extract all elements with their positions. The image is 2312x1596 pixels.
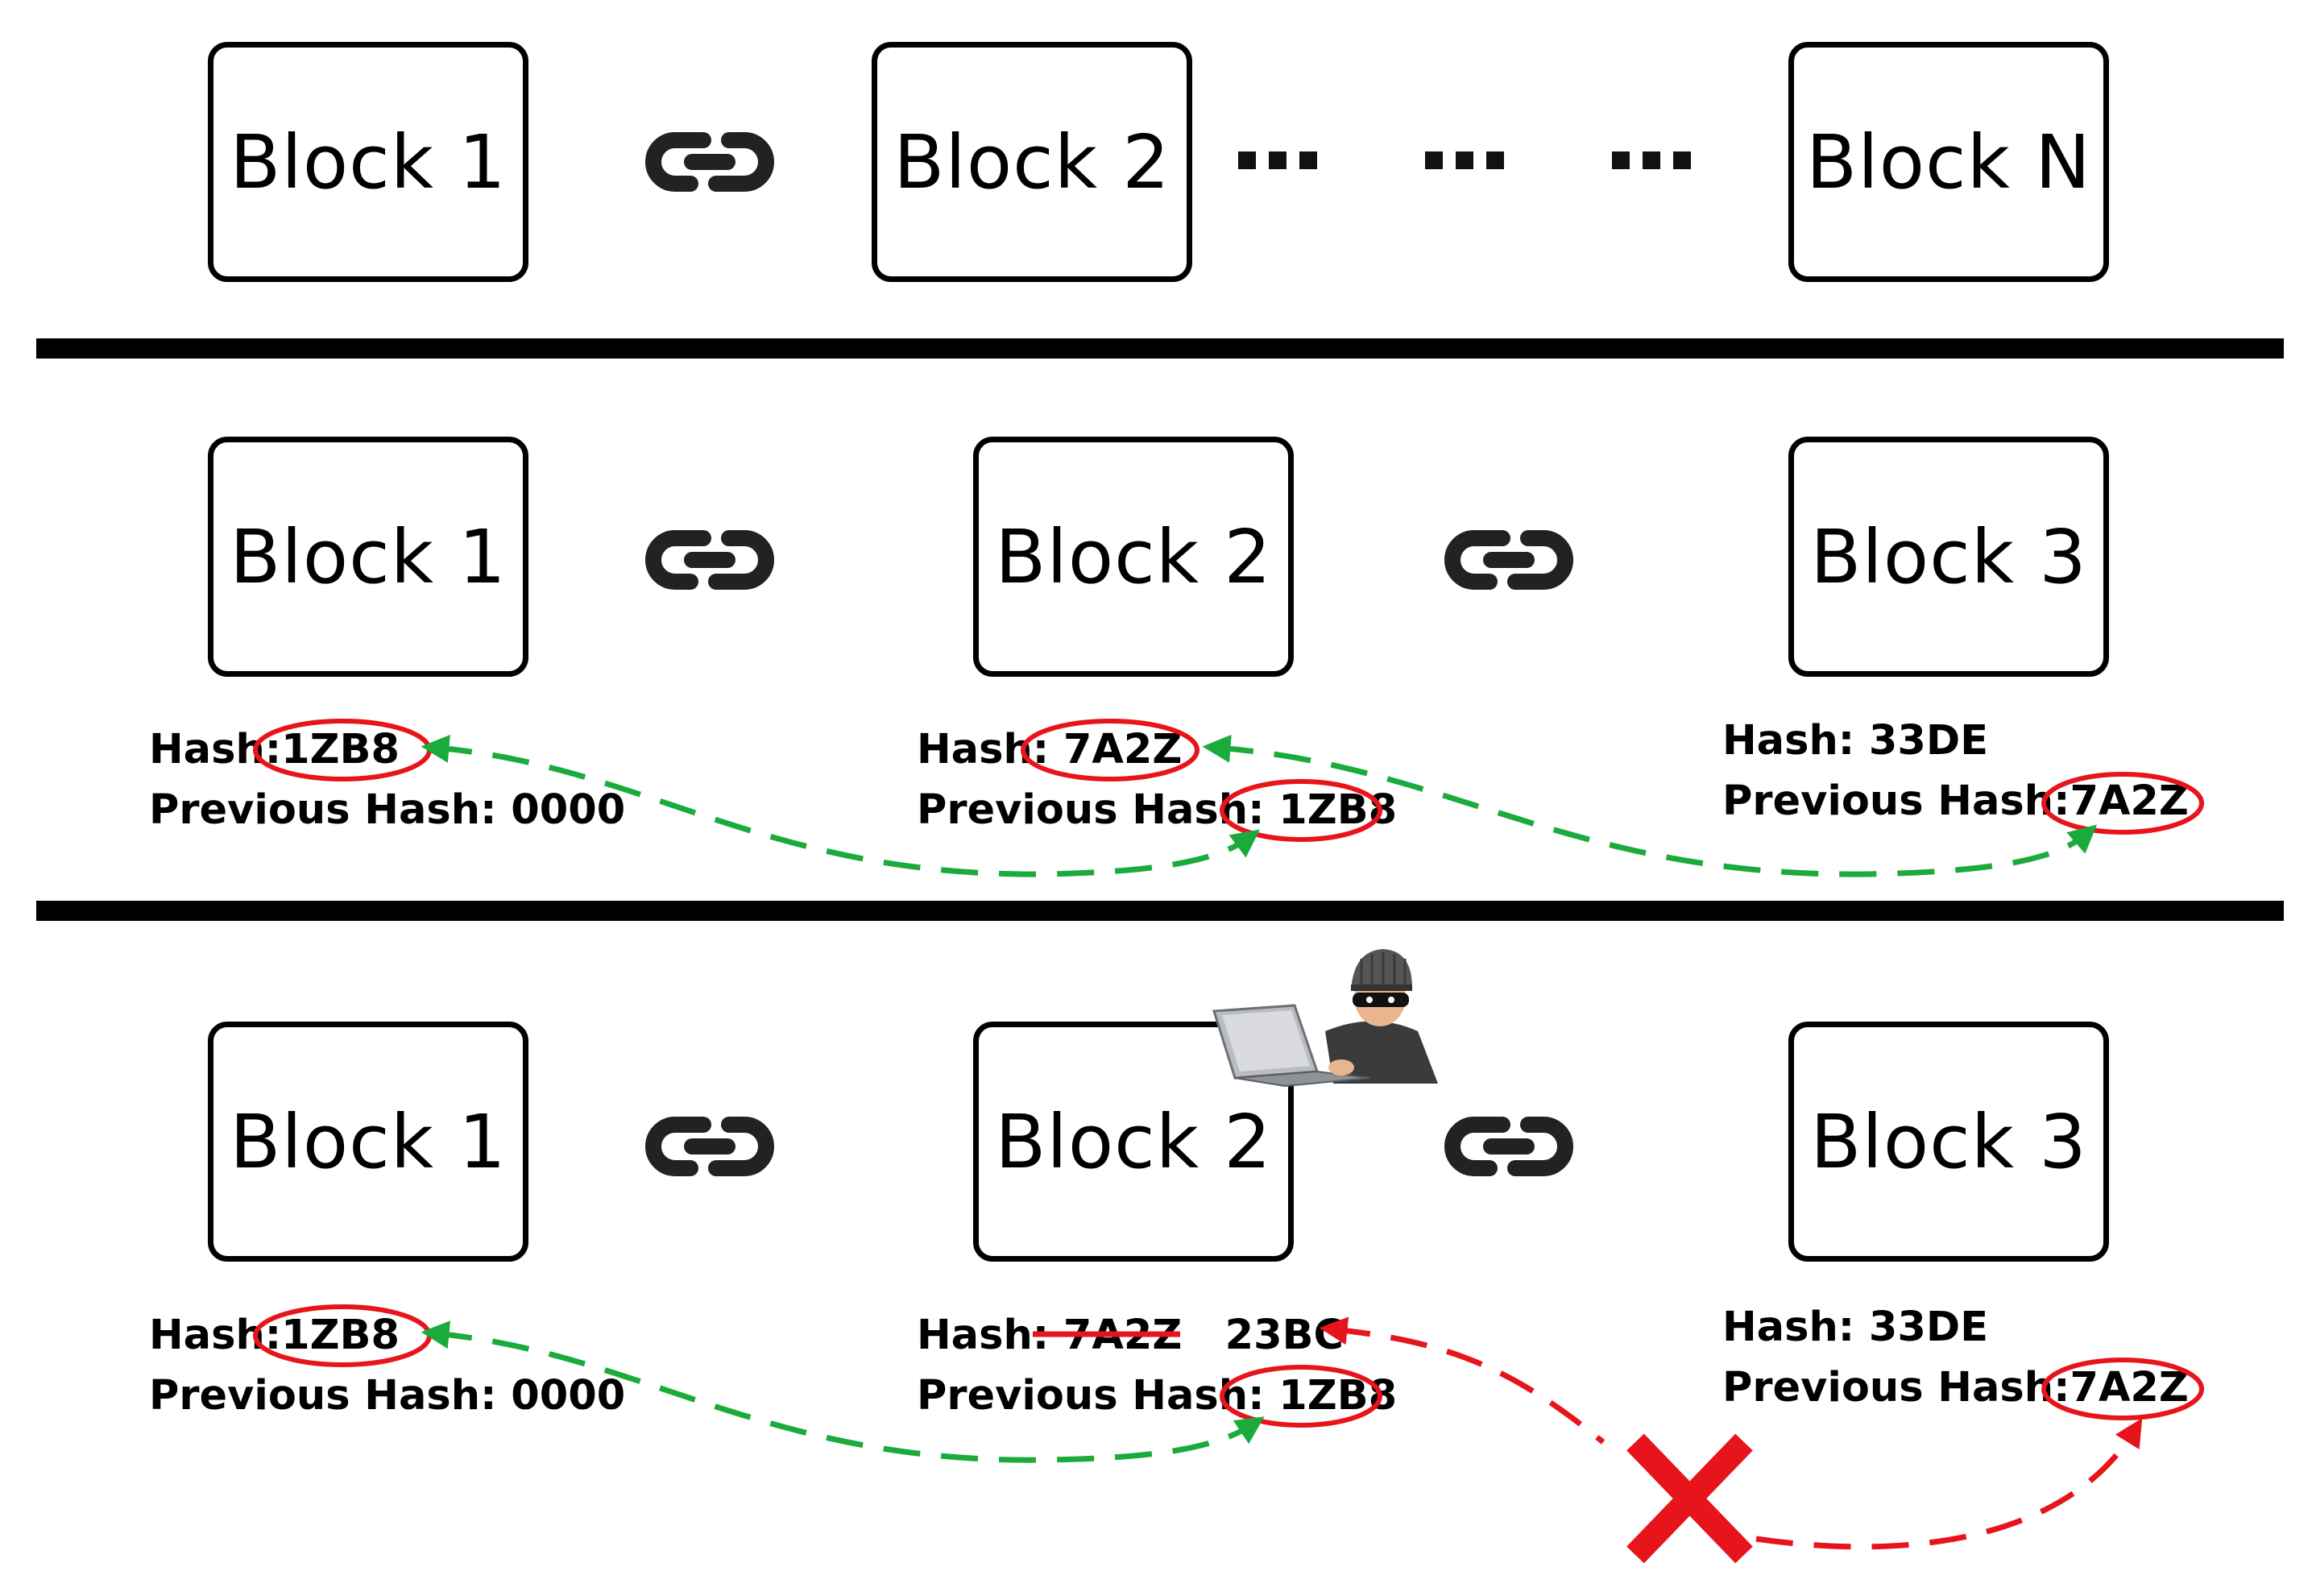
previous-hash-label: Previous Hash: xyxy=(917,786,1265,834)
previous-hash-value: 7A2Z xyxy=(2070,1364,2189,1412)
previous-hash-line: Previous Hash: 0000 xyxy=(149,780,625,840)
chain-link-icon xyxy=(645,132,774,192)
block-label: Block 1 xyxy=(230,513,507,600)
previous-hash-label: Previous Hash: xyxy=(1722,1364,2070,1412)
previous-hash-line: Previous Hash: 0000 xyxy=(149,1366,625,1426)
row3-block-3-hash-info: Hash: 33DE Previous Hash:7A2Z xyxy=(1722,1297,2189,1418)
row1-block-n: Block N xyxy=(1788,42,2109,282)
row2-block-2: Block 2 xyxy=(973,437,1294,677)
row3-block-1: Block 1 xyxy=(208,1022,528,1262)
row2-block-3-hash-info: Hash: 33DE Previous Hash:7A2Z xyxy=(1722,711,2189,831)
row2-block-1-hash-info: Hash:1ZB8 Previous Hash: 0000 xyxy=(149,719,625,840)
new-hash-value: 23BC xyxy=(1224,1312,1344,1359)
ellipsis-dots-icon xyxy=(1238,151,1691,169)
hash-label: Hash: xyxy=(149,726,282,773)
row2-block-1: Block 1 xyxy=(208,437,528,677)
row-divider-2 xyxy=(36,901,2284,921)
previous-hash-value: 0000 xyxy=(511,1372,626,1420)
row-divider-1 xyxy=(36,338,2284,359)
hash-line: Hash: 7A2Z xyxy=(917,719,1397,780)
old-hash-value: 7A2Z xyxy=(1063,1312,1183,1359)
hash-line: Hash: 33DE xyxy=(1722,711,2189,771)
chain-link-icon xyxy=(645,1117,774,1176)
previous-hash-line: Previous Hash:7A2Z xyxy=(1722,1358,2189,1418)
block-label: Block N xyxy=(1806,118,2091,205)
hash-value: 7A2Z xyxy=(1063,726,1183,773)
hash-value: 1ZB8 xyxy=(281,726,400,773)
previous-hash-label: Previous Hash: xyxy=(149,1372,497,1420)
block-label: Block 3 xyxy=(1810,513,2087,600)
chain-link-icon xyxy=(1444,530,1573,590)
red-x-icon xyxy=(1626,1433,1753,1564)
block-label: Block 1 xyxy=(230,118,507,205)
hash-label: Hash: xyxy=(917,726,1050,773)
previous-hash-line: Previous Hash: 1ZB8 xyxy=(917,780,1397,840)
block-label: Block 2 xyxy=(893,118,1171,205)
row3-block-2-hash-info: Hash: 7A2Z 23BC Previous Hash: 1ZB8 xyxy=(917,1305,1397,1426)
hash-line: Hash: 33DE xyxy=(1722,1297,2189,1358)
hash-value: 33DE xyxy=(1868,717,1989,765)
row3-block-1-hash-info: Hash:1ZB8 Previous Hash: 0000 xyxy=(149,1305,625,1426)
block-label: Block 1 xyxy=(230,1098,507,1185)
row3-block-3: Block 3 xyxy=(1788,1022,2109,1262)
hash-value: 1ZB8 xyxy=(281,1312,400,1359)
chain-link-icon xyxy=(645,530,774,590)
row2-block-3: Block 3 xyxy=(1788,437,2109,677)
block-label: Block 2 xyxy=(995,513,1272,600)
broken-link-arrow xyxy=(1755,1418,2143,1550)
row2-block-2-hash-info: Hash: 7A2Z Previous Hash: 1ZB8 xyxy=(917,719,1397,840)
hash-line: Hash:1ZB8 xyxy=(149,1305,625,1366)
previous-hash-line: Previous Hash: 1ZB8 xyxy=(917,1366,1397,1426)
previous-hash-label: Previous Hash: xyxy=(917,1372,1265,1420)
hash-label: Hash: xyxy=(917,1312,1050,1359)
previous-hash-label: Previous Hash: xyxy=(1722,777,2070,825)
row1-block-1: Block 1 xyxy=(208,42,528,282)
hash-line: Hash:1ZB8 xyxy=(149,719,625,780)
block-label: Block 2 xyxy=(995,1098,1272,1185)
hacker-with-laptop-icon xyxy=(1212,949,1438,1088)
chain-link-icon xyxy=(1444,1117,1573,1176)
previous-hash-value: 1ZB8 xyxy=(1278,1372,1398,1420)
hash-label: Hash: xyxy=(1722,717,1855,765)
hash-label: Hash: xyxy=(149,1312,282,1359)
row1-block-2: Block 2 xyxy=(872,42,1192,282)
previous-hash-line: Previous Hash:7A2Z xyxy=(1722,771,2189,831)
previous-hash-value: 7A2Z xyxy=(2070,777,2189,825)
previous-hash-value: 1ZB8 xyxy=(1278,786,1398,834)
previous-hash-label: Previous Hash: xyxy=(149,786,497,834)
hash-label: Hash: xyxy=(1722,1304,1855,1351)
hash-value: 33DE xyxy=(1868,1304,1989,1351)
previous-hash-value: 0000 xyxy=(511,786,626,834)
hash-line: Hash: 7A2Z 23BC xyxy=(917,1305,1397,1366)
block-label: Block 3 xyxy=(1810,1098,2087,1185)
